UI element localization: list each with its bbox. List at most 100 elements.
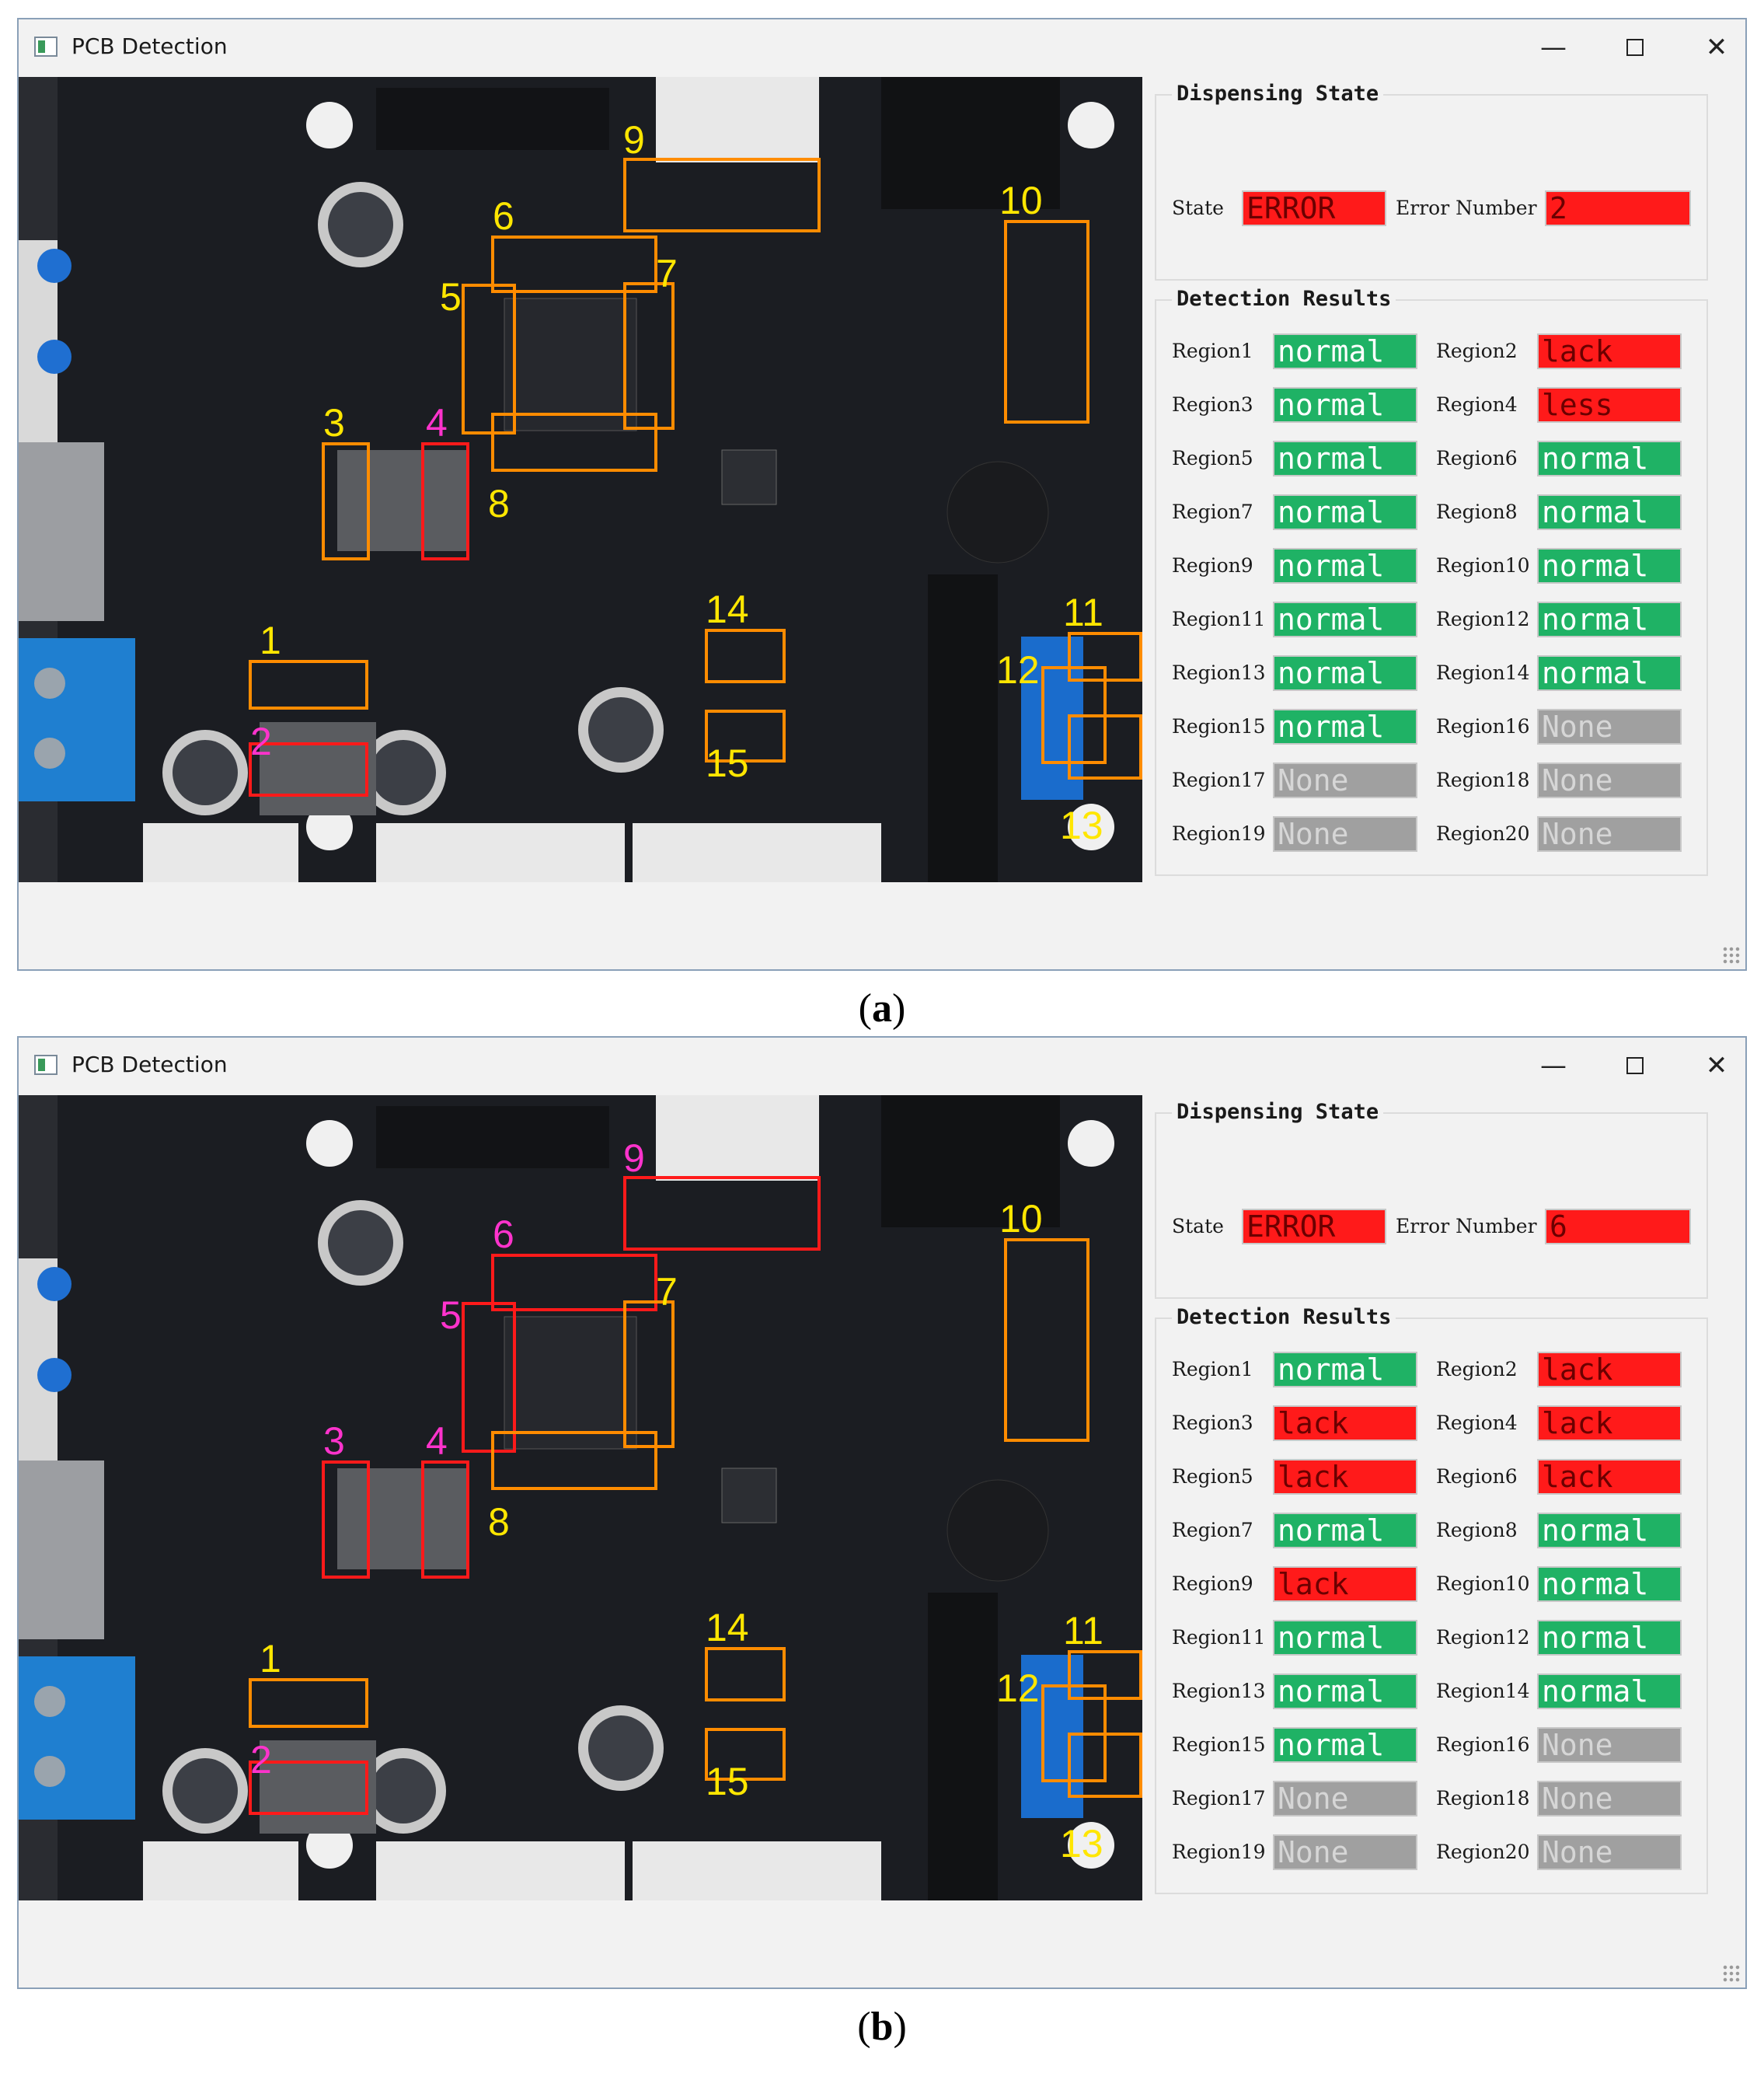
- region-status-field[interactable]: None: [1537, 709, 1682, 745]
- region-status-field[interactable]: lack: [1537, 1352, 1682, 1387]
- region-status-field[interactable]: None: [1537, 1781, 1682, 1816]
- resize-grip[interactable]: [1722, 1964, 1741, 1983]
- region-status-field[interactable]: normal: [1273, 387, 1417, 423]
- region-status-field[interactable]: None: [1537, 763, 1682, 798]
- region-status-field[interactable]: normal: [1273, 333, 1417, 369]
- pin-header: [376, 1106, 609, 1168]
- region-label: Region5: [1172, 447, 1253, 469]
- region-status-field[interactable]: normal: [1273, 494, 1417, 530]
- region-status-field[interactable]: None: [1273, 1834, 1417, 1870]
- terminal-block: [19, 1656, 135, 1820]
- state-label: State: [1172, 197, 1224, 219]
- region-box-label-2: 2: [250, 720, 272, 763]
- state-field[interactable]: ERROR: [1242, 190, 1386, 226]
- region-status-field[interactable]: None: [1537, 816, 1682, 852]
- region-status-field[interactable]: normal: [1273, 1513, 1417, 1548]
- state-label: State: [1172, 1215, 1224, 1237]
- region-label: Region14: [1436, 661, 1530, 684]
- region-box-label-6: 6: [493, 1213, 514, 1256]
- buzzer: [946, 461, 1049, 564]
- mount-hole: [1068, 1822, 1114, 1869]
- terminal-screw: [34, 1686, 65, 1717]
- region-status-field[interactable]: normal: [1273, 1352, 1417, 1387]
- region-label: Region3: [1172, 393, 1253, 416]
- region-box-7: [623, 1300, 675, 1448]
- region-status-field[interactable]: normal: [1273, 655, 1417, 691]
- region-status-field[interactable]: normal: [1273, 441, 1417, 476]
- group-title: Dispensing State: [1172, 82, 1384, 106]
- connector: [656, 1095, 819, 1181]
- buzzer: [946, 1479, 1049, 1582]
- region-status-field[interactable]: normal: [1537, 441, 1682, 476]
- region-status-field[interactable]: normal: [1537, 1673, 1682, 1709]
- region-status-field[interactable]: normal: [1273, 1727, 1417, 1763]
- region-status-field[interactable]: normal: [1273, 548, 1417, 584]
- region-status-field[interactable]: lack: [1273, 1566, 1417, 1602]
- title-bar[interactable]: PCB Detection — ✕: [19, 1038, 1745, 1094]
- region-box-label-9: 9: [623, 118, 645, 162]
- error-number-field[interactable]: 2: [1545, 190, 1691, 226]
- region-status-field[interactable]: normal: [1537, 1620, 1682, 1656]
- usb-port: [1021, 637, 1083, 800]
- mcu-chip: [504, 298, 637, 431]
- region-status-field[interactable]: normal: [1273, 1673, 1417, 1709]
- region-status-field[interactable]: None: [1537, 1834, 1682, 1870]
- region-box-label-9: 9: [623, 1136, 645, 1180]
- region-status-field[interactable]: normal: [1537, 1566, 1682, 1602]
- minimize-button[interactable]: —: [1526, 1044, 1581, 1087]
- region-box-label-8: 8: [488, 482, 510, 525]
- region-status-field[interactable]: less: [1537, 387, 1682, 423]
- region-status-field[interactable]: normal: [1273, 709, 1417, 745]
- group-title: Dispensing State: [1172, 1100, 1384, 1124]
- region-box-label-11: 11: [1063, 1609, 1103, 1652]
- region-box-label-3: 3: [323, 1419, 345, 1463]
- region-status-field[interactable]: lack: [1273, 1405, 1417, 1441]
- region-status-field[interactable]: None: [1273, 816, 1417, 852]
- region-status-field[interactable]: normal: [1537, 1513, 1682, 1548]
- region-status-field[interactable]: normal: [1273, 1620, 1417, 1656]
- region-status-field[interactable]: normal: [1537, 548, 1682, 584]
- terminal-screw: [34, 1756, 65, 1787]
- resize-grip[interactable]: [1722, 946, 1741, 965]
- region-box-label-8: 8: [488, 1500, 510, 1544]
- inductor: [260, 722, 376, 815]
- region-label: Region2: [1436, 340, 1518, 362]
- minimize-button[interactable]: —: [1526, 26, 1581, 69]
- region-label: Region5: [1172, 1465, 1253, 1488]
- region-status-field[interactable]: lack: [1537, 1459, 1682, 1495]
- region-status-field[interactable]: lack: [1537, 333, 1682, 369]
- region-status-field[interactable]: None: [1537, 1727, 1682, 1763]
- close-button[interactable]: ✕: [1689, 26, 1744, 69]
- region-box-label-7: 7: [656, 1270, 678, 1314]
- group-title: Detection Results: [1172, 287, 1396, 311]
- close-button[interactable]: ✕: [1689, 1044, 1744, 1087]
- group-title: Detection Results: [1172, 1305, 1396, 1329]
- region-label: Region8: [1436, 1519, 1518, 1541]
- title-bar[interactable]: PCB Detection — ✕: [19, 19, 1745, 75]
- region-status-field[interactable]: normal: [1537, 602, 1682, 637]
- region-box-label-15: 15: [706, 742, 749, 785]
- region-status-field[interactable]: None: [1273, 763, 1417, 798]
- region-box-label-14: 14: [706, 1606, 749, 1649]
- region-status-field[interactable]: normal: [1537, 655, 1682, 691]
- region-box-13: [1068, 714, 1142, 780]
- region-label: Region2: [1436, 1358, 1518, 1380]
- region-status-field[interactable]: normal: [1537, 494, 1682, 530]
- region-box-13: [1068, 1733, 1142, 1798]
- connector: [633, 1841, 881, 1900]
- region-status-field[interactable]: lack: [1273, 1459, 1417, 1495]
- mount-hole: [306, 1120, 353, 1167]
- error-number-field[interactable]: 6: [1545, 1209, 1691, 1244]
- maximize-button[interactable]: [1608, 1044, 1662, 1087]
- region-status-field[interactable]: normal: [1273, 602, 1417, 637]
- region-box-4: [421, 442, 469, 560]
- state-field[interactable]: ERROR: [1242, 1209, 1386, 1244]
- region-status-field[interactable]: None: [1273, 1781, 1417, 1816]
- region-box-15: [705, 1728, 786, 1781]
- region-status-field[interactable]: lack: [1537, 1405, 1682, 1441]
- region-box-label-13: 13: [1060, 1822, 1103, 1865]
- maximize-button[interactable]: [1608, 26, 1662, 69]
- regulator: [19, 442, 104, 621]
- region-box-5: [462, 1302, 516, 1453]
